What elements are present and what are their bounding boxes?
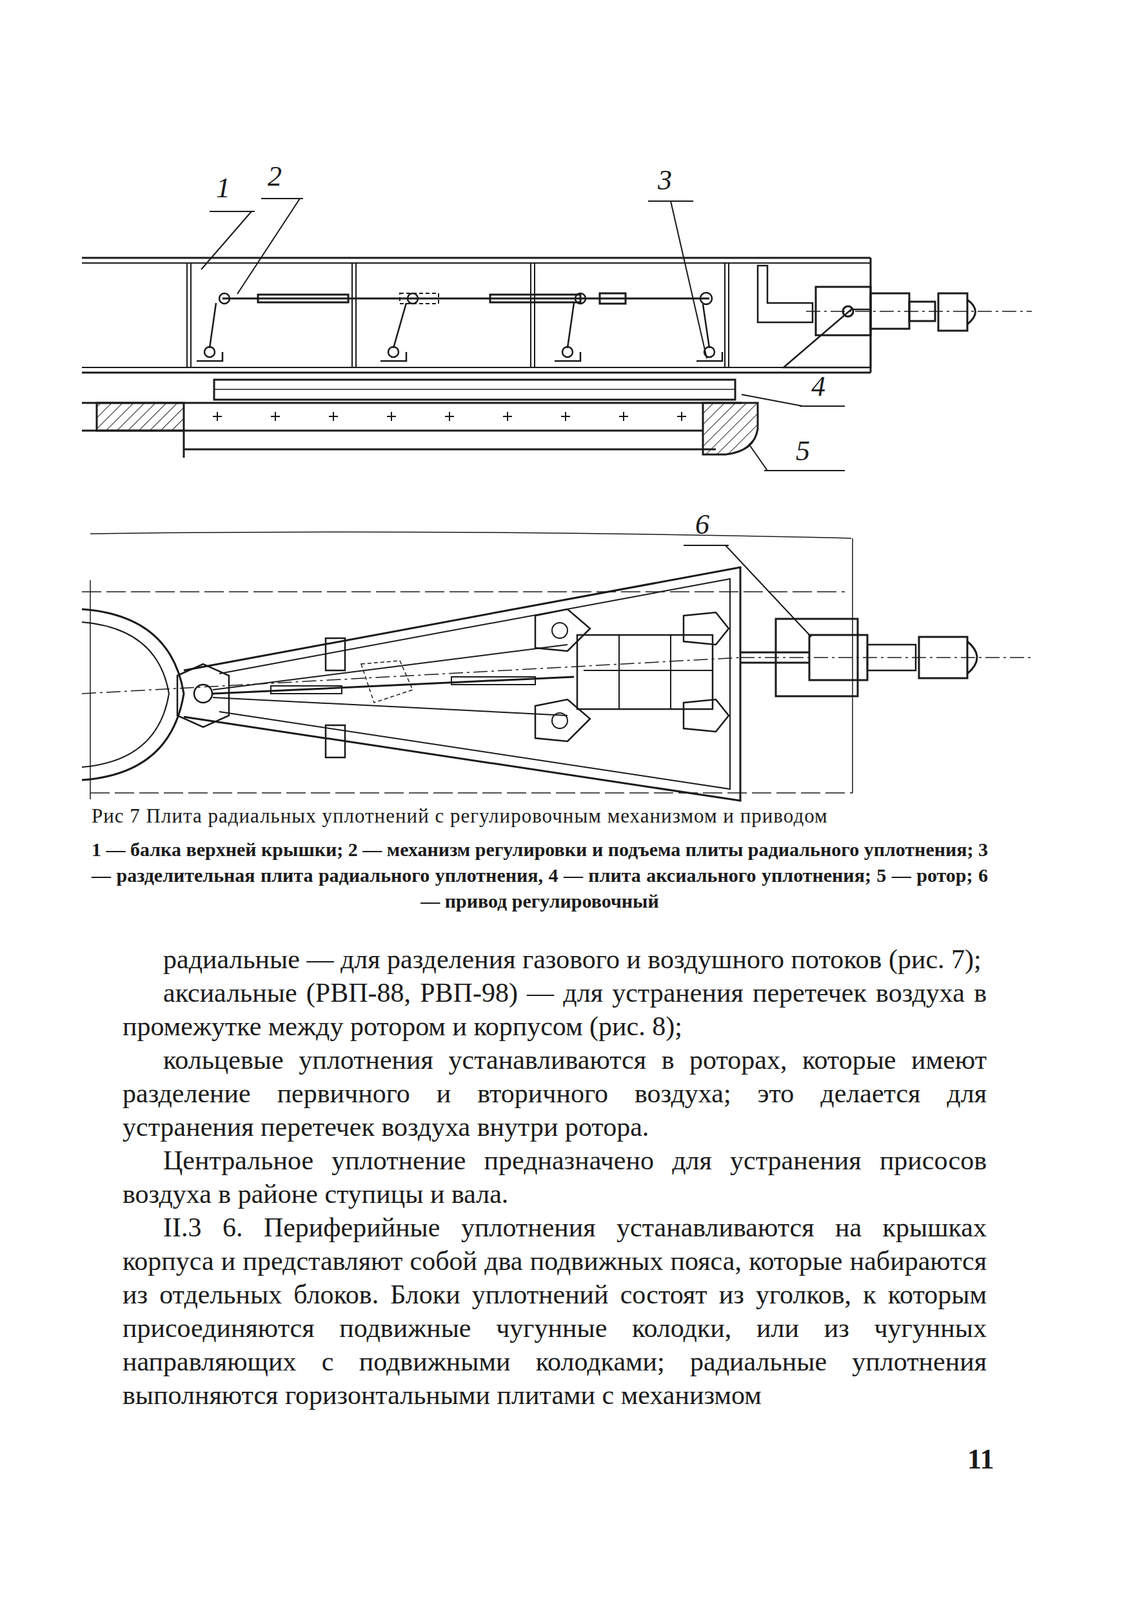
body-text: радиальные — для разделения газового и в… bbox=[122, 942, 987, 1413]
body-paragraph: кольцевые уплотнения устанавливаются в р… bbox=[122, 1043, 987, 1145]
callout-number: 3 bbox=[656, 165, 674, 197]
body-paragraph: II.3 6. Периферийные уплотнения устанавл… bbox=[122, 1211, 987, 1413]
side-view bbox=[81, 257, 1032, 458]
figure-caption: Рис 7 Плита радиальных уплотнений с регу… bbox=[91, 803, 1008, 830]
callout-number: 4 bbox=[809, 371, 827, 403]
callout-number: 1 bbox=[214, 172, 232, 204]
callout-number: 2 bbox=[266, 161, 284, 193]
rotor-bolt-marks bbox=[212, 412, 687, 422]
body-paragraph: аксиальные (РВП-88, РВП-98) — для устран… bbox=[122, 976, 987, 1044]
body-paragraph: Центральное уплотнение предназначено для… bbox=[122, 1144, 987, 1212]
body-paragraph: радиальные — для разделения газового и в… bbox=[122, 942, 987, 977]
caption-legend-text: 1 — балка верхней крышки; 2 — механизм р… bbox=[91, 837, 988, 915]
page-number: 11 bbox=[967, 1443, 995, 1477]
leader-lines bbox=[201, 198, 845, 638]
plan-view bbox=[81, 532, 1032, 801]
callout-number: 5 bbox=[794, 435, 812, 467]
callout-number: 6 bbox=[693, 509, 711, 541]
